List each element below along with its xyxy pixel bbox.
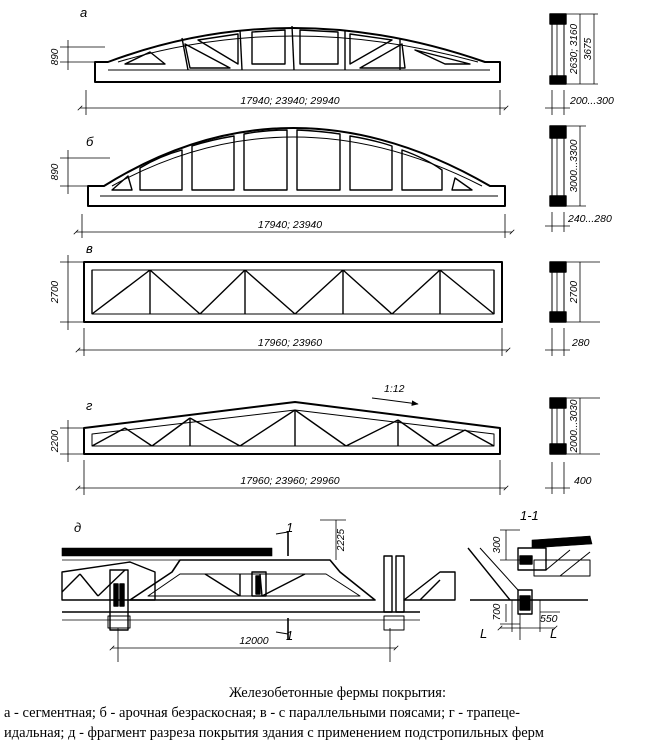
dim-a-section-heights: 2630; 3160 xyxy=(569,24,580,75)
section-title: 1-1 xyxy=(520,508,539,523)
trusses-drawing: а 890 17940; 23940; 29940 2630; 3160 367… xyxy=(50,5,614,662)
caption-line-2: идальная; д - фрагмент разреза покрытия … xyxy=(4,725,544,741)
slope-label: 1:12 xyxy=(384,383,405,395)
label-v: в xyxy=(86,241,93,256)
dim-b-span: 17940; 23940 xyxy=(258,219,322,231)
dim-g-section-height: 2000...3030 xyxy=(569,399,580,453)
caption-title: Железобетонные фермы покрытия: xyxy=(228,685,447,701)
dim-b-height: 890 xyxy=(50,163,61,180)
dim-300: 300 xyxy=(492,536,503,553)
truss-arched xyxy=(87,125,567,207)
dim-d-span: 12000 xyxy=(239,635,268,647)
dim-g-section-width: 400 xyxy=(574,475,592,487)
dim-700: 700 xyxy=(492,603,503,620)
dim-a-section-width: 200...300 xyxy=(569,95,614,107)
dim-v-span: 17960; 23960 xyxy=(258,337,322,349)
cut-mark-top: 1 xyxy=(286,520,293,535)
dim-550: 550 xyxy=(540,613,558,625)
truss-trapezoidal xyxy=(83,397,567,455)
dim-b-section-width: 240...280 xyxy=(567,213,612,225)
dim-b-section-height: 3000...3300 xyxy=(569,139,580,192)
dim-d-height: 2225 xyxy=(336,528,347,552)
dim-v-section-width: 280 xyxy=(571,337,590,349)
truss-segmental xyxy=(94,13,567,85)
dim-g-span: 17960; 23960; 29960 xyxy=(240,475,339,487)
dim-g-height: 2200 xyxy=(50,429,61,453)
section-1-1 xyxy=(467,529,593,640)
truss-parallel xyxy=(83,261,567,323)
caption-line-1: а - сегментная; б - арочная безраскосная… xyxy=(4,705,520,721)
axis-mark-right: L xyxy=(550,626,557,641)
dim-v-section-height: 2700 xyxy=(569,280,580,304)
dim-a-section-total: 3675 xyxy=(583,37,594,60)
dims-b xyxy=(60,125,586,238)
building-section-fragment xyxy=(61,531,456,640)
label-a: а xyxy=(80,5,87,20)
label-g: г xyxy=(86,398,93,413)
dims-a xyxy=(60,13,598,115)
dim-a-height: 890 xyxy=(50,48,61,65)
label-b: б xyxy=(86,134,94,149)
dims-g xyxy=(60,397,600,495)
dim-v-height: 2700 xyxy=(50,280,61,304)
dims-d xyxy=(109,519,399,662)
label-d: д xyxy=(74,520,81,535)
dim-a-span: 17940; 23940; 29940 xyxy=(240,95,339,107)
axis-mark-left: L xyxy=(480,626,487,641)
cut-mark-bottom: 1 xyxy=(286,628,293,643)
dims-v xyxy=(60,255,600,356)
figure-caption: Железобетонные фермы покрытия: а - сегме… xyxy=(0,683,645,743)
